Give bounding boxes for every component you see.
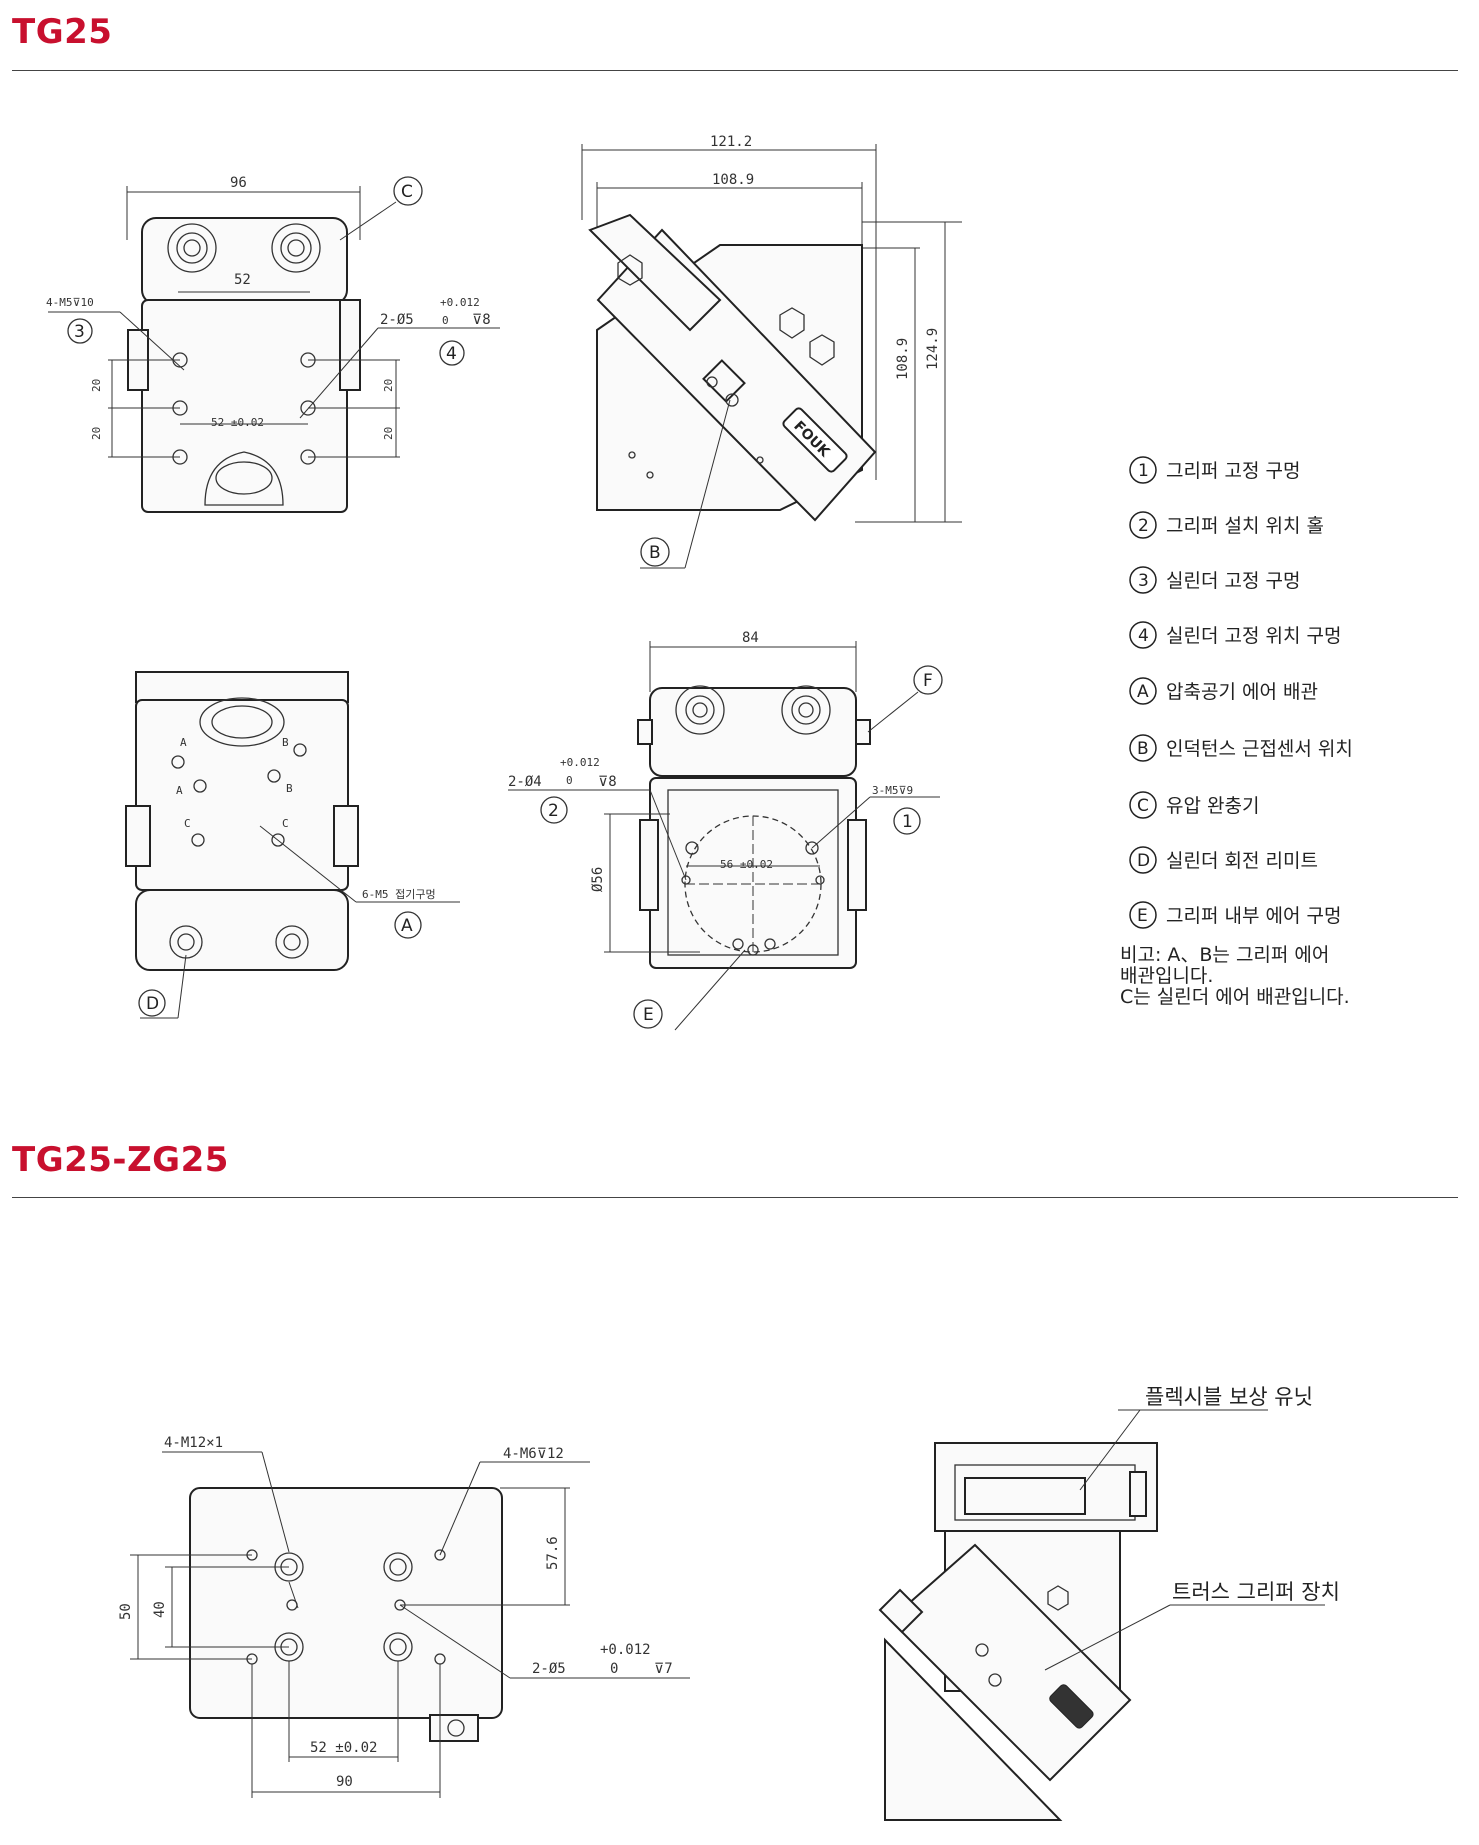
mark-c: C: [282, 817, 289, 830]
legend-marker: A: [1137, 682, 1149, 702]
legend-text: 실린더 회전 리미트: [1166, 850, 1318, 872]
marker-c: C: [401, 182, 413, 202]
dim-57-6: 57.6: [545, 1536, 561, 1570]
legend-item: 2 그리퍼 설치 위치 홀: [1129, 511, 1324, 539]
callout-pin: 2-Ø4: [508, 774, 542, 790]
dim-40: 40: [152, 1601, 168, 1618]
legend-item: A 압축공기 에어 배관: [1129, 677, 1318, 705]
callout-3-m5: 3-M5⊽9: [872, 784, 913, 797]
marker-2: 2: [548, 801, 559, 821]
legend-marker: C: [1137, 796, 1149, 816]
legend-marker: D: [1137, 851, 1150, 871]
legend-marker: E: [1137, 906, 1148, 926]
marker-e: E: [643, 1005, 654, 1025]
tolerance: +0.012: [440, 296, 480, 309]
legend-marker: 2: [1138, 516, 1149, 536]
tg25-front-view: 84 56 ±0.02 Ø56 2-Ø4 +0.012 0 ⊽8 2 3-M5⊽…: [508, 630, 943, 1031]
dim-84: 84: [742, 630, 759, 646]
legend-item: D 실린더 회전 리미트: [1129, 846, 1318, 874]
brand-badge: [1049, 1684, 1094, 1729]
legend-marker: B: [1137, 739, 1149, 759]
dim-108-9-v: 108.9: [895, 338, 911, 380]
section-divider: [12, 1197, 1458, 1198]
legend-marker: 4: [1138, 626, 1149, 646]
dim-20: 20: [90, 379, 103, 392]
mark-b: B: [286, 782, 293, 795]
note-line: C는 실린더 에어 배관입니다.: [1120, 986, 1350, 1008]
mark-a: A: [176, 784, 183, 797]
legend-text: 그리퍼 내부 에어 구멍: [1166, 905, 1341, 927]
legend-text: 실린더 고정 구멍: [1166, 570, 1300, 592]
dim-dia-56: Ø56: [590, 867, 606, 892]
legend: 1 그리퍼 고정 구멍 2 그리퍼 설치 위치 홀 3 실린더 고정 구멍 4 …: [1129, 456, 1353, 929]
tolerance: +0.012: [560, 756, 600, 769]
dim-52-tol: 52 ±0.02: [211, 416, 264, 429]
marker-3: 3: [74, 322, 85, 342]
legend-note: 비고: A、B는 그리퍼 에어 배관입니다. C는 실린더 에어 배관입니다.: [1120, 945, 1420, 1008]
dim-20: 20: [382, 427, 395, 440]
note-line: 비고: A、B는 그리퍼 에어: [1120, 944, 1330, 966]
marker-4: 4: [446, 344, 457, 364]
dim-52: 52 ±0.02: [310, 1740, 377, 1756]
legend-item: 3 실린더 고정 구멍: [1129, 566, 1300, 594]
legend-item: 4 실린더 고정 위치 구멍: [1129, 621, 1341, 649]
tolerance: 0: [442, 314, 449, 327]
label-truss-gripper: 트러스 그리퍼 장치: [1172, 1580, 1340, 1604]
callout-m12: 4-M12×1: [164, 1435, 223, 1451]
dim-121-2: 121.2: [710, 134, 752, 150]
legend-item: E 그리퍼 내부 에어 구멍: [1129, 901, 1341, 929]
note-line: 배관입니다.: [1120, 965, 1214, 987]
marker-b: B: [649, 543, 661, 563]
callout-m6: 4-M6⊽12: [503, 1446, 564, 1462]
legend-marker: 1: [1138, 461, 1149, 481]
legend-item: C 유압 완충기: [1129, 791, 1259, 819]
tg25-top-view: 96 52 52 ±0.02 20 20 20 20 4-M5⊽10: [46, 175, 500, 513]
zg25-assembly-view: 플렉시블 보상 유닛 트러스 그리퍼 장치: [878, 1385, 1340, 1821]
dim-124-9: 124.9: [925, 328, 941, 370]
depth: ⊽8: [598, 774, 617, 790]
dim-50: 50: [118, 1603, 134, 1620]
tg25-side-view: 121.2 108.9 108.9 124.9 FOUK B: [581, 134, 962, 569]
marker-f: F: [923, 671, 933, 691]
callout-pin: 2-Ø5: [532, 1661, 566, 1677]
marker-a: A: [401, 916, 413, 936]
callout-m5: 4-M5⊽10: [46, 296, 94, 309]
depth: ⊽7: [654, 1661, 673, 1677]
dim-108-9: 108.9: [712, 172, 754, 188]
mark-a: A: [180, 736, 187, 749]
section-divider: [12, 70, 1458, 71]
dim-90: 90: [336, 1774, 353, 1790]
tolerance: 0: [610, 1661, 618, 1677]
marker-d: D: [146, 994, 159, 1014]
dim-96: 96: [230, 175, 247, 191]
mark-b: B: [282, 736, 289, 749]
label-flex-unit: 플렉시블 보상 유닛: [1145, 1385, 1313, 1409]
legend-text: 실린더 고정 위치 구멍: [1166, 625, 1341, 647]
depth: ⊽8: [472, 312, 491, 328]
callout-6-m5: 6-M5 접기구멍: [362, 888, 436, 901]
section-title-tg25: TG25: [12, 12, 113, 52]
section-title-tg25-zg25: TG25-ZG25: [12, 1140, 229, 1180]
fitting: [167, 223, 321, 273]
legend-text: 인덕턴스 근접센서 위치: [1166, 738, 1353, 760]
legend-text: 압축공기 에어 배관: [1166, 681, 1318, 703]
dim-52: 52: [234, 272, 251, 288]
tolerance: +0.012: [600, 1642, 651, 1658]
legend-marker: 3: [1138, 571, 1149, 591]
legend-item: 1 그리퍼 고정 구멍: [1129, 456, 1300, 484]
tg25-bottom-view: A A B B C C 6-M5 접기구멍 A D: [125, 671, 460, 1019]
dim-20: 20: [90, 427, 103, 440]
legend-text: 그리퍼 고정 구멍: [1166, 460, 1300, 482]
callout-pin: 2-Ø5: [380, 312, 414, 328]
zg25-top-view: 4-M12×1 4-M6⊽12 57.6 50 40 2-Ø5 +0.012 0…: [118, 1435, 690, 1798]
mark-c: C: [184, 817, 191, 830]
dim-56-pcd: 56 ±0.02: [720, 858, 773, 871]
legend-text: 그리퍼 설치 위치 홀: [1166, 515, 1324, 537]
legend-item: B 인덕턴스 근접센서 위치: [1129, 734, 1353, 762]
dim-20: 20: [382, 379, 395, 392]
tolerance: 0: [566, 774, 573, 787]
legend-text: 유압 완충기: [1166, 795, 1259, 817]
marker-1: 1: [902, 812, 913, 832]
